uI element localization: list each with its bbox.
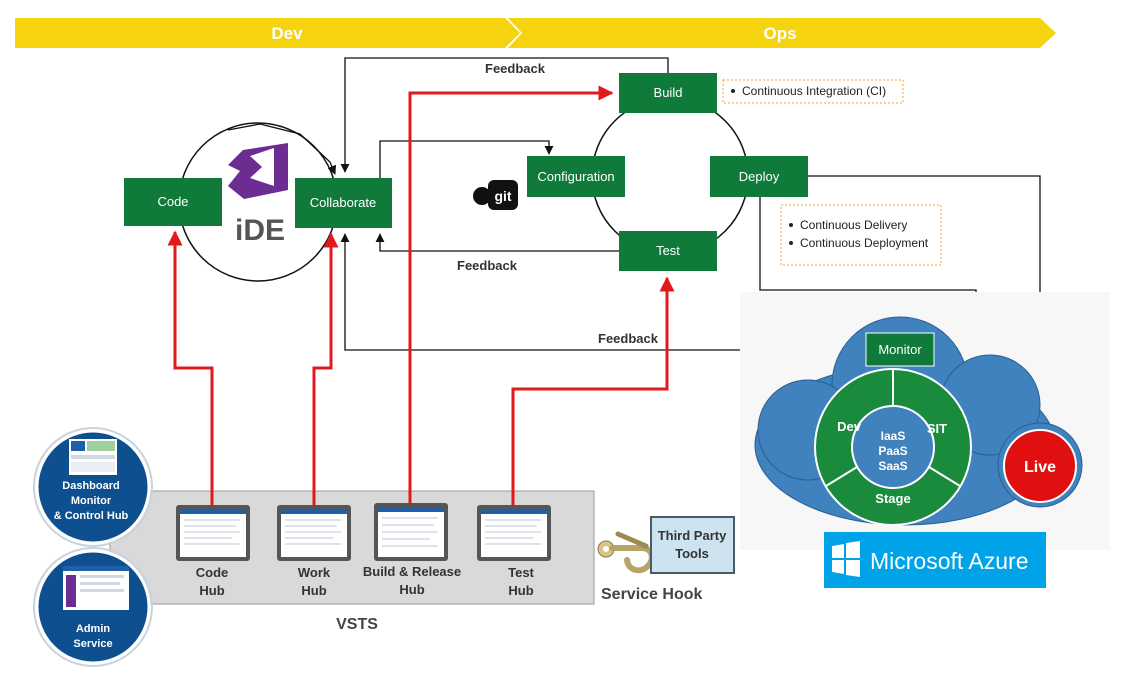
environment-ring: Dev SIT Stage IaaS PaaS SaaS: [814, 368, 972, 526]
admin-service[interactable]: Admin Service: [33, 547, 153, 667]
build-label: Build: [654, 85, 683, 100]
test-hub-arrow: [511, 276, 675, 505]
build-release-hub-thumbnail[interactable]: [374, 503, 448, 561]
dashboard-label-3: & Control Hub: [54, 510, 129, 522]
test-feedback-arrow: [375, 233, 619, 252]
paas-label: PaaS: [878, 444, 907, 458]
saas-label: SaaS: [878, 459, 907, 473]
test-hub-thumbnail[interactable]: [477, 505, 551, 561]
deploy-label: Deploy: [739, 169, 780, 184]
service-hook-label: Service Hook: [601, 586, 702, 603]
ci-note: Continuous Integration (CI): [722, 79, 904, 104]
microsoft-azure-banner: Microsoft Azure: [824, 532, 1046, 588]
code-hub-label-1: Code: [196, 565, 229, 580]
work-hub-label-1: Work: [298, 565, 331, 580]
feedback-label-mid: Feedback: [457, 258, 518, 273]
ops-banner-label: Ops: [763, 24, 796, 43]
env-stage-label: Stage: [875, 491, 910, 506]
iaas-label: IaaS: [881, 429, 906, 443]
ide-logo: iDE: [235, 214, 285, 247]
dashboard-hub[interactable]: Dashboard Monitor & Control Hub: [33, 427, 153, 547]
test-hub-label-1: Test: [508, 565, 534, 580]
configuration-label: Configuration: [537, 169, 614, 184]
feedback-label-bottom: Feedback: [598, 331, 659, 346]
third-party-label-2: Tools: [675, 546, 709, 561]
live-badge[interactable]: Live: [1003, 429, 1077, 503]
code-hub-arrow: [167, 230, 214, 505]
env-dev-label: Dev: [837, 419, 862, 434]
git-logo-text: git: [494, 188, 511, 204]
dashboard-label-2: Monitor: [71, 495, 112, 507]
build-release-hub-label-1: Build & Release: [363, 564, 461, 579]
vsts-label: VSTS: [336, 616, 378, 633]
work-hub-thumbnail[interactable]: [277, 505, 351, 561]
live-label: Live: [1024, 459, 1056, 476]
collaborate-box[interactable]: Collaborate: [295, 178, 392, 228]
admin-label-1: Admin: [76, 623, 111, 635]
continuous-delivery-text: Continuous Delivery: [800, 218, 907, 232]
dev-chevron: [15, 18, 520, 48]
cd-note: Continuous Delivery Continuous Deploymen…: [780, 204, 942, 266]
azure-label: Microsoft Azure: [870, 548, 1029, 574]
monitor-box[interactable]: Monitor: [865, 332, 935, 367]
env-sit-label: SIT: [927, 421, 947, 436]
build-release-hub-arrow: [408, 85, 614, 503]
build-box[interactable]: Build: [619, 73, 717, 113]
admin-label-2: Service: [73, 638, 112, 650]
code-label: Code: [157, 194, 188, 209]
test-label: Test: [656, 243, 680, 258]
git-icon: git: [473, 180, 518, 210]
configuration-box[interactable]: Configuration: [527, 156, 625, 197]
windows-logo-icon: [832, 541, 860, 577]
visual-studio-icon: [228, 143, 288, 199]
monitor-feedback-arrow: [340, 233, 866, 351]
continuous-deployment-text: Continuous Deployment: [800, 236, 929, 250]
monitor-label: Monitor: [878, 342, 922, 357]
collaborate-label: Collaborate: [310, 195, 377, 210]
code-hub-thumbnail[interactable]: [176, 505, 250, 561]
code-to-collaborate-arc: [227, 123, 337, 175]
test-hub-label-2: Hub: [508, 583, 533, 598]
ops-chevron: [508, 18, 1056, 48]
build-release-hub-label-2: Hub: [399, 582, 424, 597]
work-hub-arrow: [312, 232, 339, 505]
ci-note-text: Continuous Integration (CI): [742, 84, 886, 98]
dev-banner-label: Dev: [271, 24, 303, 43]
deploy-box[interactable]: Deploy: [710, 156, 808, 197]
test-box[interactable]: Test: [619, 231, 717, 271]
third-party-label-1: Third Party: [658, 528, 727, 543]
work-hub-label-2: Hub: [301, 583, 326, 598]
dev-ops-banner: Dev Ops: [15, 18, 1056, 48]
third-party-tools-box[interactable]: Third Party Tools: [650, 516, 735, 574]
code-box[interactable]: Code: [124, 178, 222, 226]
feedback-label-top: Feedback: [485, 61, 546, 76]
build-feedback-arrow: [340, 57, 669, 173]
hook-icon: [597, 531, 655, 574]
code-hub-label-2: Hub: [199, 583, 224, 598]
collaborate-to-configuration-arrow: [379, 140, 554, 178]
dashboard-label-1: Dashboard: [62, 480, 119, 492]
hub-arrows: [167, 85, 675, 505]
